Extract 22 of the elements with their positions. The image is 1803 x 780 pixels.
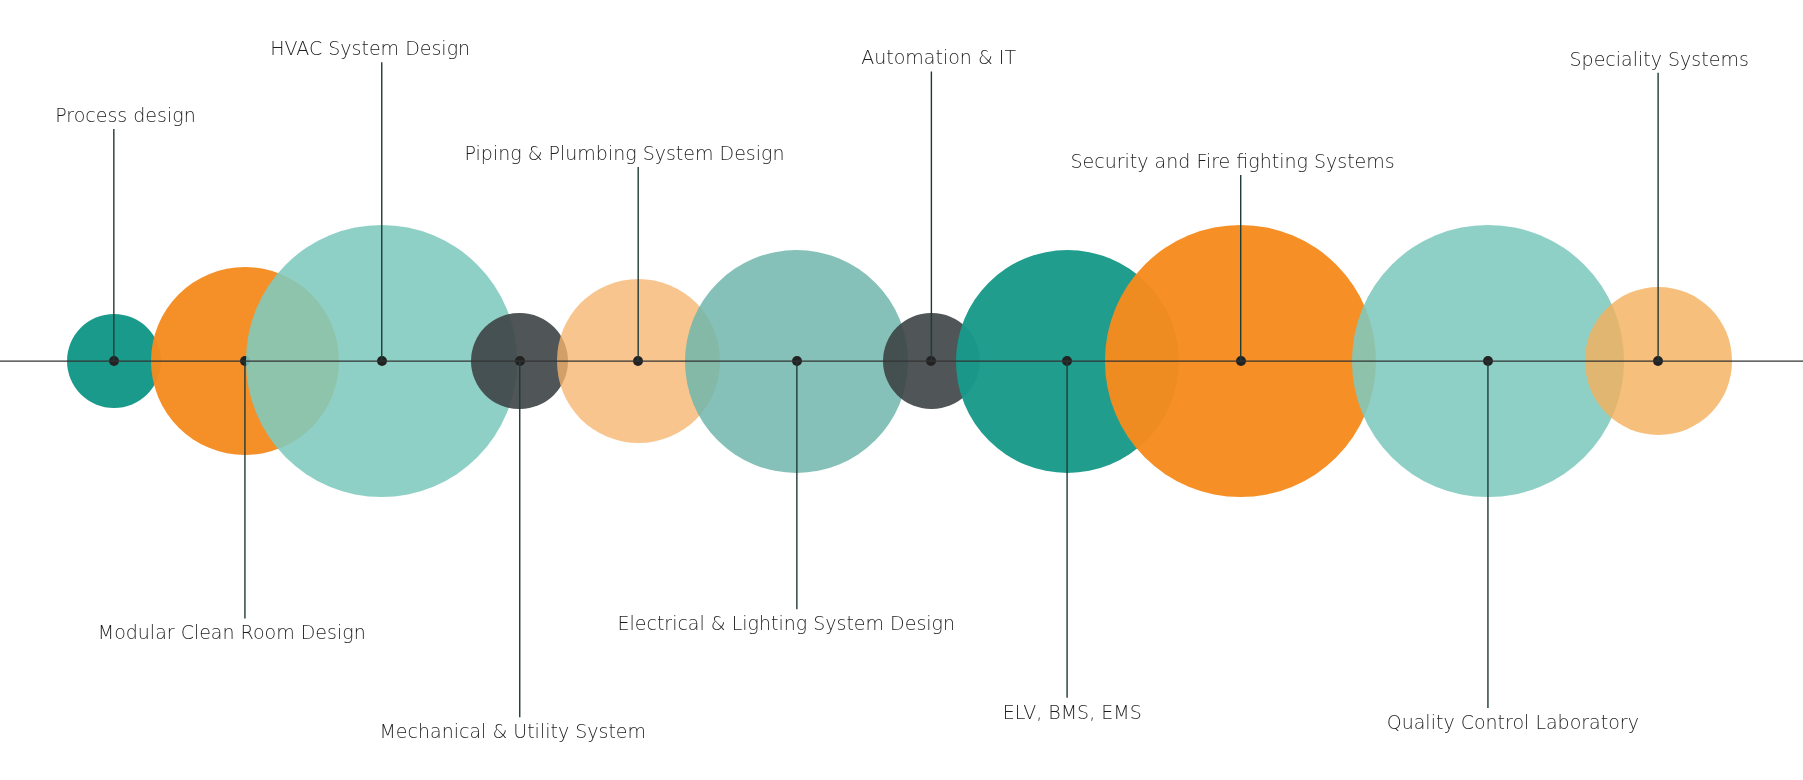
leader-line [244,360,246,620]
category-label: Mechanical & Utility System [379,719,647,744]
leader-line [1240,174,1242,362]
leader-line [1657,71,1659,362]
leader-line [113,128,115,362]
leader-line [930,70,933,362]
category-label: Piping & Plumbing System Design [464,140,785,165]
leader-line [519,360,521,718]
leader-line [381,61,383,362]
category-label: Automation & IT [861,45,1016,70]
leader-line [1487,360,1489,709]
category-label: Process design [55,103,196,127]
leader-line [796,360,798,610]
category-label: HVAC System Design [270,36,471,61]
category-label: Speciality Systems [1569,46,1749,71]
leader-line [1066,360,1068,699]
category-label: Quality Control Laboratory [1386,710,1639,735]
category-label: ELV, BMS, EMS [1002,699,1142,724]
leader-line [637,166,639,362]
category-label: Electrical & Lighting System Design [617,611,956,636]
category-label: Security and Fire fighting Systems [1070,148,1395,173]
category-label: Modular Clean Room Design [97,620,366,645]
